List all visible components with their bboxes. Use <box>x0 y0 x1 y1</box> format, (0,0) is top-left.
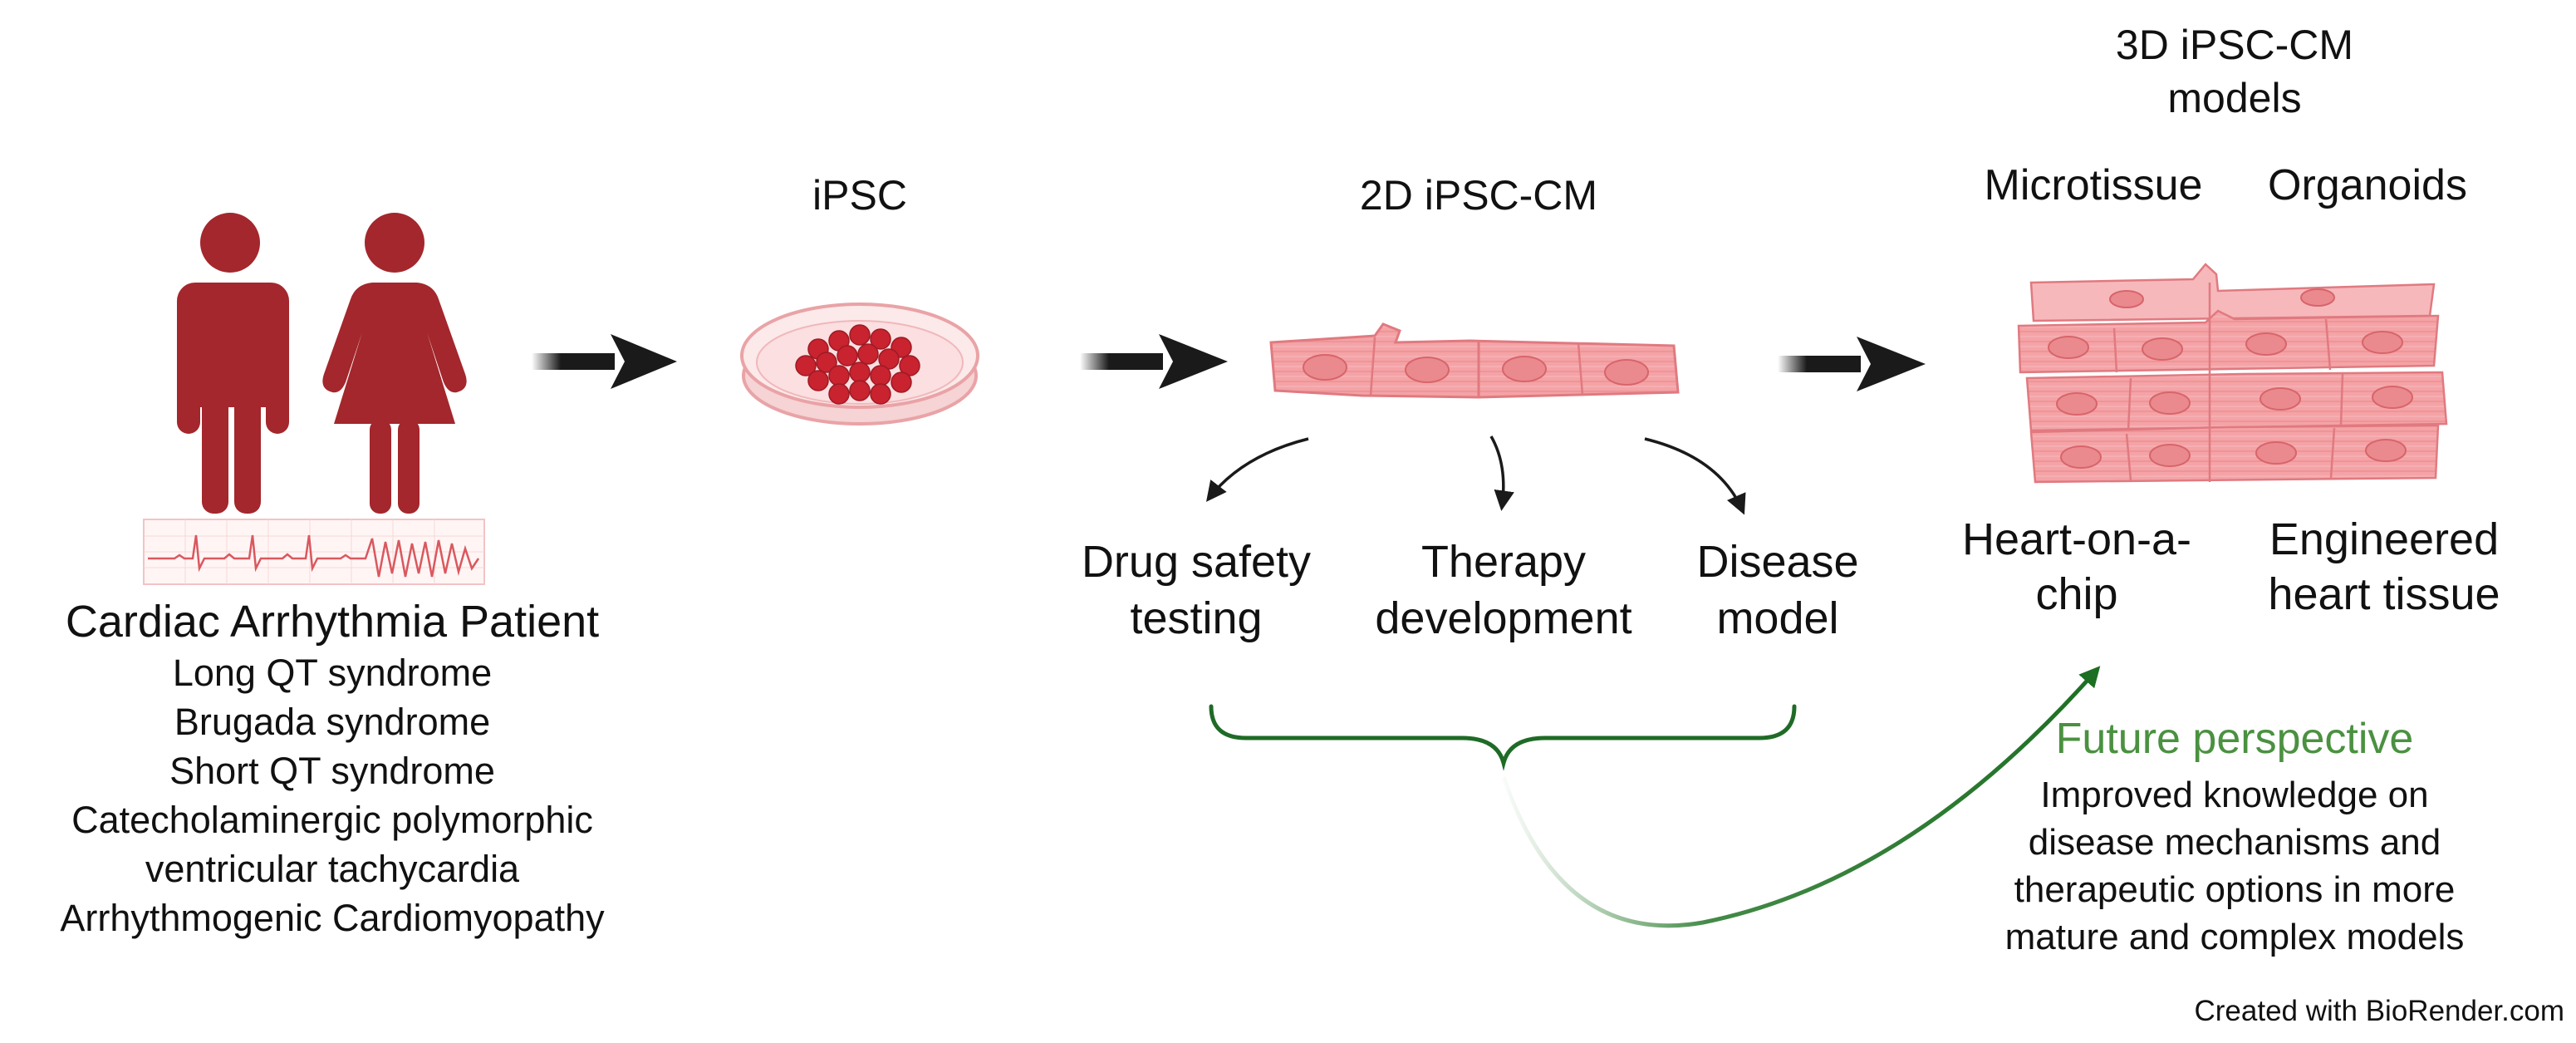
future-perspective-line: mature and complex models <box>2004 917 2465 957</box>
cm2d-label: 2D iPSC-CM <box>1359 172 1598 219</box>
process-arrow-2 <box>1080 334 1228 389</box>
male-person-icon <box>177 213 289 514</box>
drug-safety-line-2: testing <box>1130 593 1263 643</box>
future-perspective-line: therapeutic options in more <box>2014 869 2456 910</box>
disease-model-label: Disease model <box>1661 534 1894 647</box>
models-3d-title-line-2: models <box>2167 75 2302 121</box>
condition-list: Long QT syndrome Brugada syndrome Short … <box>0 648 665 942</box>
microtissue-label: Microtissue <box>1984 161 2203 209</box>
therapy-line-2: development <box>1375 593 1632 643</box>
arrow-to-drug-safety <box>1206 437 1309 502</box>
therapy-line-1: Therapy <box>1420 537 1587 587</box>
disease-model-line-1: Disease <box>1696 537 1859 587</box>
process-arrow-1 <box>532 334 677 389</box>
petri-dish-icon <box>740 303 979 426</box>
biorender-credit: Created with BioRender.com <box>2194 995 2565 1027</box>
applications-brace <box>1209 704 1797 771</box>
female-person-icon <box>322 213 467 514</box>
condition-item: Short QT syndrome <box>169 750 495 792</box>
future-perspective-line: disease mechanisms and <box>2028 822 2441 863</box>
arrow-to-disease-model <box>1644 437 1746 515</box>
models-3d-title: 3D iPSC-CM models <box>2068 18 2401 125</box>
condition-item: Long QT syndrome <box>172 652 493 694</box>
condition-item: Brugada syndrome <box>174 701 491 743</box>
drug-safety-label: Drug safety testing <box>1030 534 1362 647</box>
condition-item: Arrhythmogenic Cardiomyopathy <box>60 897 605 939</box>
heart-on-chip-line-2: chip <box>2035 569 2118 619</box>
therapy-label: Therapy development <box>1346 534 1661 647</box>
disease-model-line-2: model <box>1716 593 1839 643</box>
engineered-tissue-label: Engineered heart tissue <box>2226 512 2542 622</box>
ipsc-label: iPSC <box>812 172 907 219</box>
condition-item: ventricular tachycardia <box>145 848 520 890</box>
future-perspective-arrow <box>1501 666 2101 928</box>
models-3d-title-line-1: 3D iPSC-CM <box>2115 22 2354 68</box>
ecg-trace-icon <box>143 519 485 585</box>
engineered-tissue-line-1: Engineered <box>2269 514 2500 564</box>
condition-item: Catecholaminergic polymorphic <box>71 799 593 841</box>
drug-safety-line-1: Drug safety <box>1081 537 1312 587</box>
cardiac-tissue-icon <box>2017 263 2448 484</box>
heart-on-chip-line-1: Heart-on-a- <box>1961 514 2192 564</box>
future-perspective-title: Future perspective <box>2055 715 2414 763</box>
engineered-tissue-line-2: heart tissue <box>2268 569 2500 619</box>
future-perspective-text: Improved knowledge on disease mechanisms… <box>1936 771 2534 961</box>
patient-title: Cardiac Arrhythmia Patient <box>65 597 600 647</box>
heart-on-chip-label: Heart-on-a- chip <box>1919 512 2235 622</box>
arrow-to-therapy <box>1489 435 1514 511</box>
process-arrow-3 <box>1778 337 1926 391</box>
cardiomyocyte-icon <box>1269 322 1680 399</box>
future-perspective-line: Improved knowledge on <box>2040 775 2429 815</box>
organoids-label: Organoids <box>2268 161 2467 209</box>
